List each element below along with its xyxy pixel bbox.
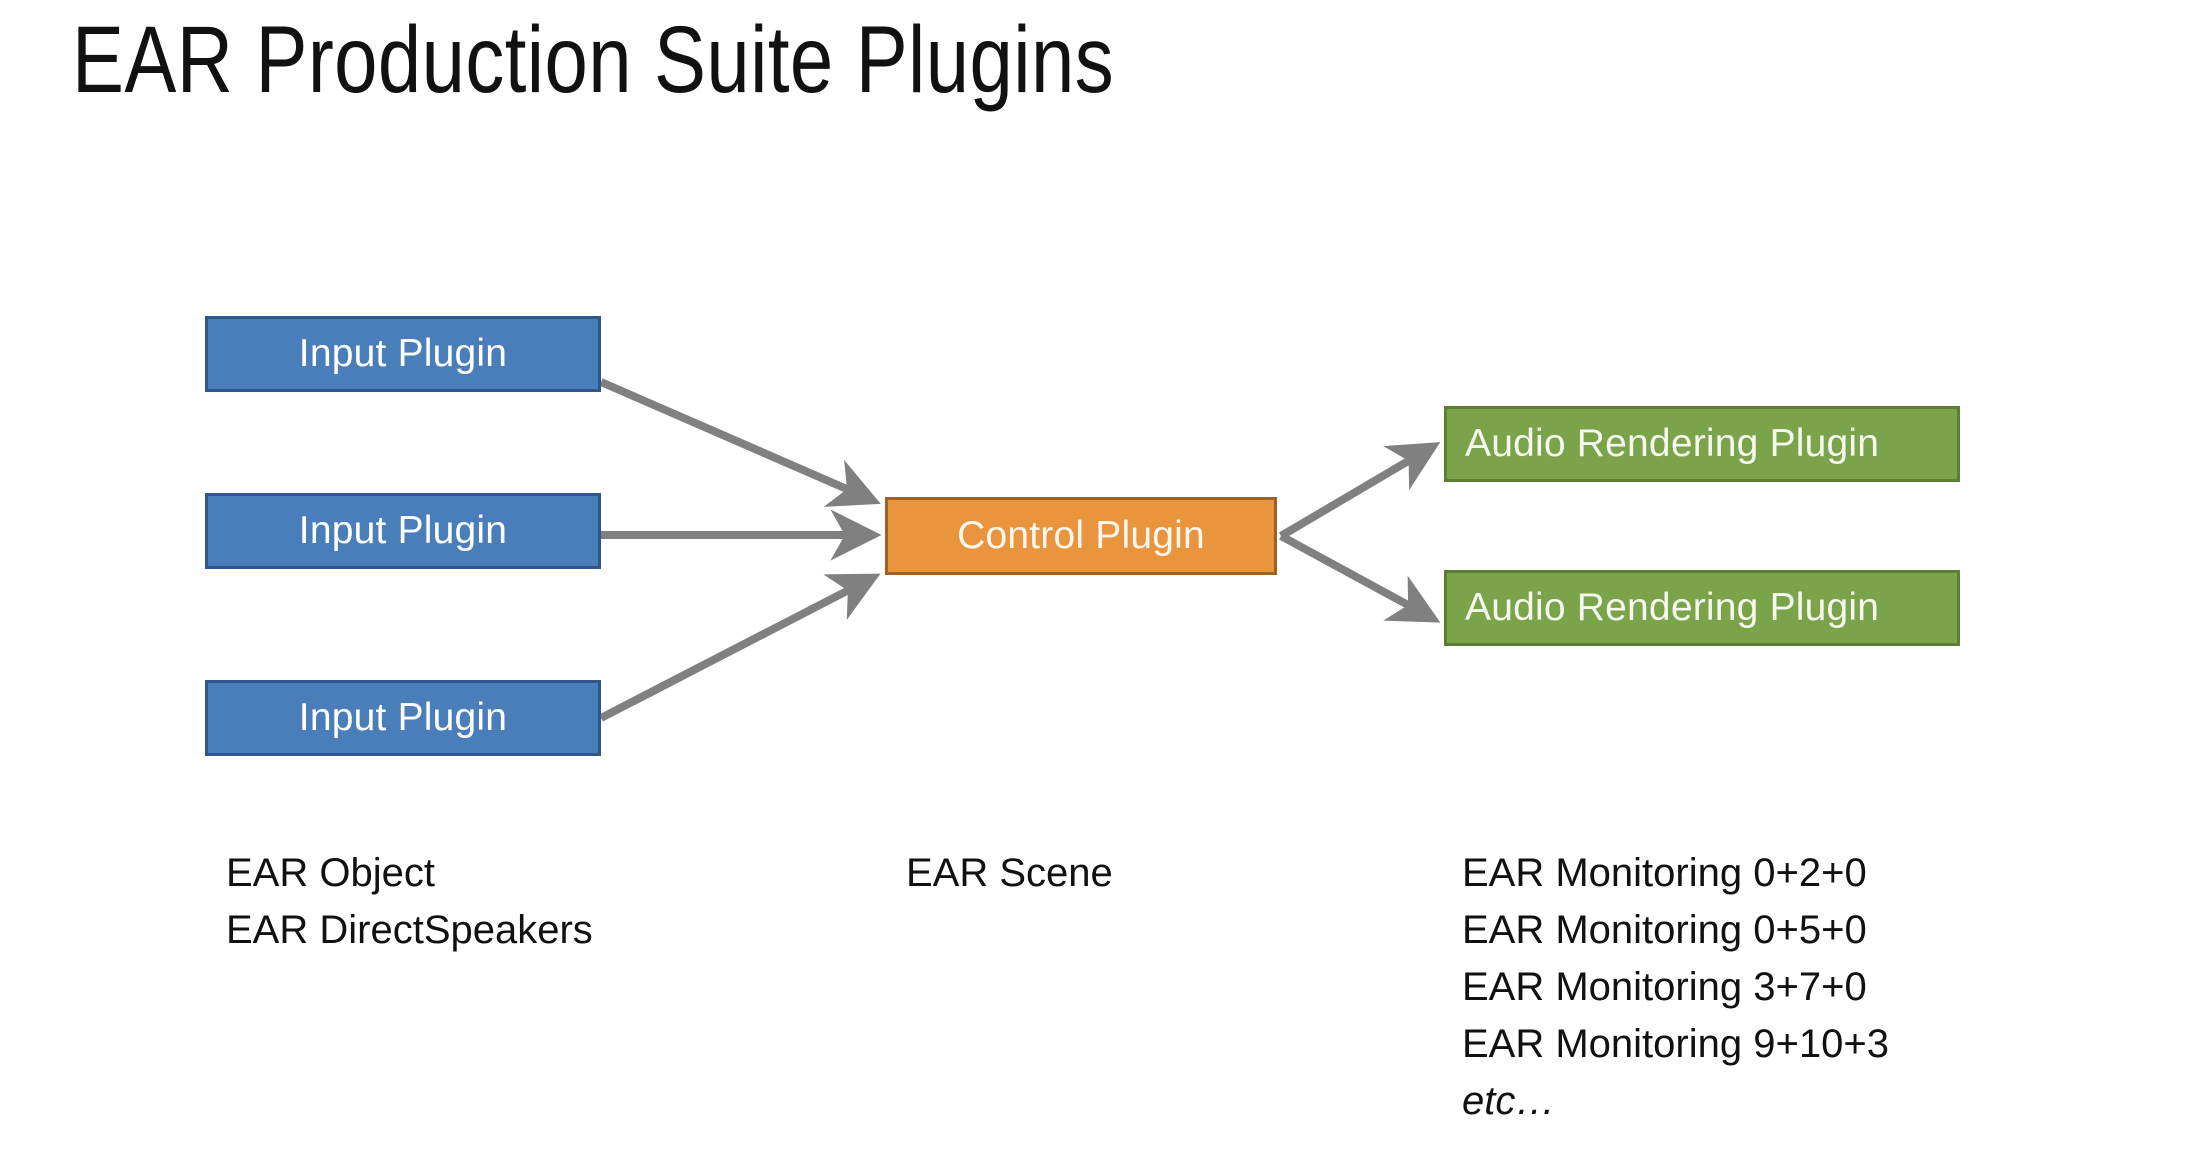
input-plugin-box-1[interactable]: Input Plugin bbox=[205, 316, 601, 392]
caption-ear-monitoring-3-7-0: EAR Monitoring 3+7+0 bbox=[1462, 965, 1867, 1009]
caption-ear-scene: EAR Scene bbox=[906, 851, 1113, 895]
caption-ear-monitoring-0-2-0: EAR Monitoring 0+2+0 bbox=[1462, 851, 1867, 895]
caption-ear-monitoring-0-5-0: EAR Monitoring 0+5+0 bbox=[1462, 908, 1867, 952]
audio-rendering-plugin-box-2[interactable]: Audio Rendering Plugin bbox=[1444, 570, 1960, 646]
audio-rendering-plugin-box-1[interactable]: Audio Rendering Plugin bbox=[1444, 406, 1960, 482]
caption-column-control: EAR Scene bbox=[906, 845, 1113, 902]
caption-etc: etc… bbox=[1462, 1079, 1556, 1123]
caption-column-renderers: EAR Monitoring 0+2+0 EAR Monitoring 0+5+… bbox=[1462, 845, 1889, 1130]
arrow-control-to-render-2 bbox=[1279, 532, 1441, 623]
input-plugin-box-3[interactable]: Input Plugin bbox=[205, 680, 601, 756]
caption-ear-monitoring-9-10-3: EAR Monitoring 9+10+3 bbox=[1462, 1022, 1889, 1066]
caption-ear-object: EAR Object bbox=[226, 851, 435, 895]
page-title: EAR Production Suite Plugins bbox=[72, 7, 1115, 113]
caption-ear-directspeakers: EAR DirectSpeakers bbox=[226, 908, 593, 952]
arrow-input-1-to-control bbox=[599, 378, 881, 507]
control-plugin-box[interactable]: Control Plugin bbox=[885, 497, 1277, 575]
caption-column-inputs: EAR Object EAR DirectSpeakers bbox=[226, 845, 593, 959]
input-plugin-box-2[interactable]: Input Plugin bbox=[205, 493, 601, 569]
arrow-control-to-render-1 bbox=[1278, 442, 1441, 540]
arrow-input-3-to-control bbox=[599, 573, 881, 722]
